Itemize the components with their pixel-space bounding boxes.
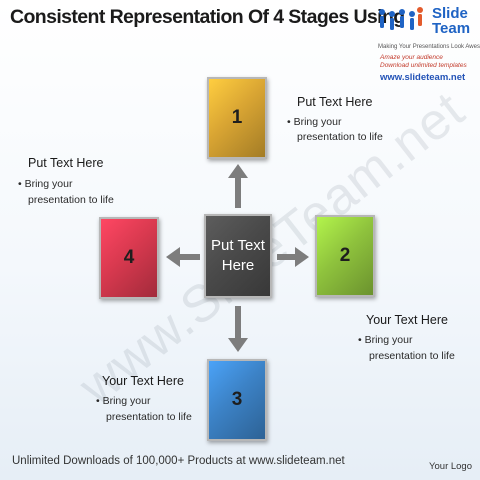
stage-2-box: 2 (315, 215, 375, 297)
arrow-up-icon (228, 164, 248, 208)
stage-1-label: 1 (231, 107, 243, 128)
text-block-bottom-title: Your Text Here (102, 374, 184, 388)
stage-2-label: 2 (339, 245, 351, 266)
text-block-left-bullet-2: presentation to life (28, 194, 114, 206)
text-block-right-bullet-2: presentation to life (369, 350, 455, 362)
text-block-bottom-bullet-1: • Bring your (96, 395, 151, 407)
promo-line-1: Amaze your audience (380, 54, 443, 61)
stage-4-label: 4 (123, 247, 135, 268)
arrow-right-icon (277, 247, 309, 267)
text-block-right-bullet-1: • Bring your (358, 334, 413, 346)
brand-name: Slide Team (432, 5, 471, 37)
footer-text: Unlimited Downloads of 100,000+ Products… (12, 455, 345, 467)
text-block-top-right-title: Put Text Here (297, 95, 373, 109)
slideteam-logo-icon (379, 7, 423, 30)
stage-3-box: 3 (207, 359, 267, 441)
promo-line-2: Download unlimited templates (380, 62, 467, 69)
brand-promo: Amaze your audience Download unlimited t… (380, 54, 478, 70)
brand-site-link[interactable]: www.slideteam.net (380, 72, 466, 83)
text-block-left-title: Put Text Here (28, 156, 104, 170)
arrow-down-icon (228, 306, 248, 352)
text-block-top-right-bullet-1: • Bring your (287, 116, 342, 128)
stage-3-label: 3 (231, 389, 243, 410)
stage-4-box: 4 (99, 217, 159, 299)
text-block-right-title: Your Text Here (366, 313, 448, 327)
arrow-left-icon (166, 247, 200, 267)
footer-logo-placeholder: Your Logo (429, 461, 472, 472)
text-block-top-right-bullet-2: presentation to life (297, 131, 383, 143)
stage-1-box: 1 (207, 77, 267, 159)
text-block-left-bullet-1: • Bring your (18, 178, 73, 190)
text-block-bottom-bullet-2: presentation to life (106, 411, 192, 423)
center-label-line-1: Put Text (211, 237, 265, 254)
page-title: Consistent Representation Of 4 Stages Us… (10, 6, 405, 28)
brand-tagline: Making Your Presentations Look Awesome (378, 44, 480, 50)
center-box: Put Text Here (204, 214, 272, 298)
center-label-line-2: Here (221, 257, 255, 274)
brand-logo: Slide Team Making Your Presentations Loo… (368, 2, 480, 86)
